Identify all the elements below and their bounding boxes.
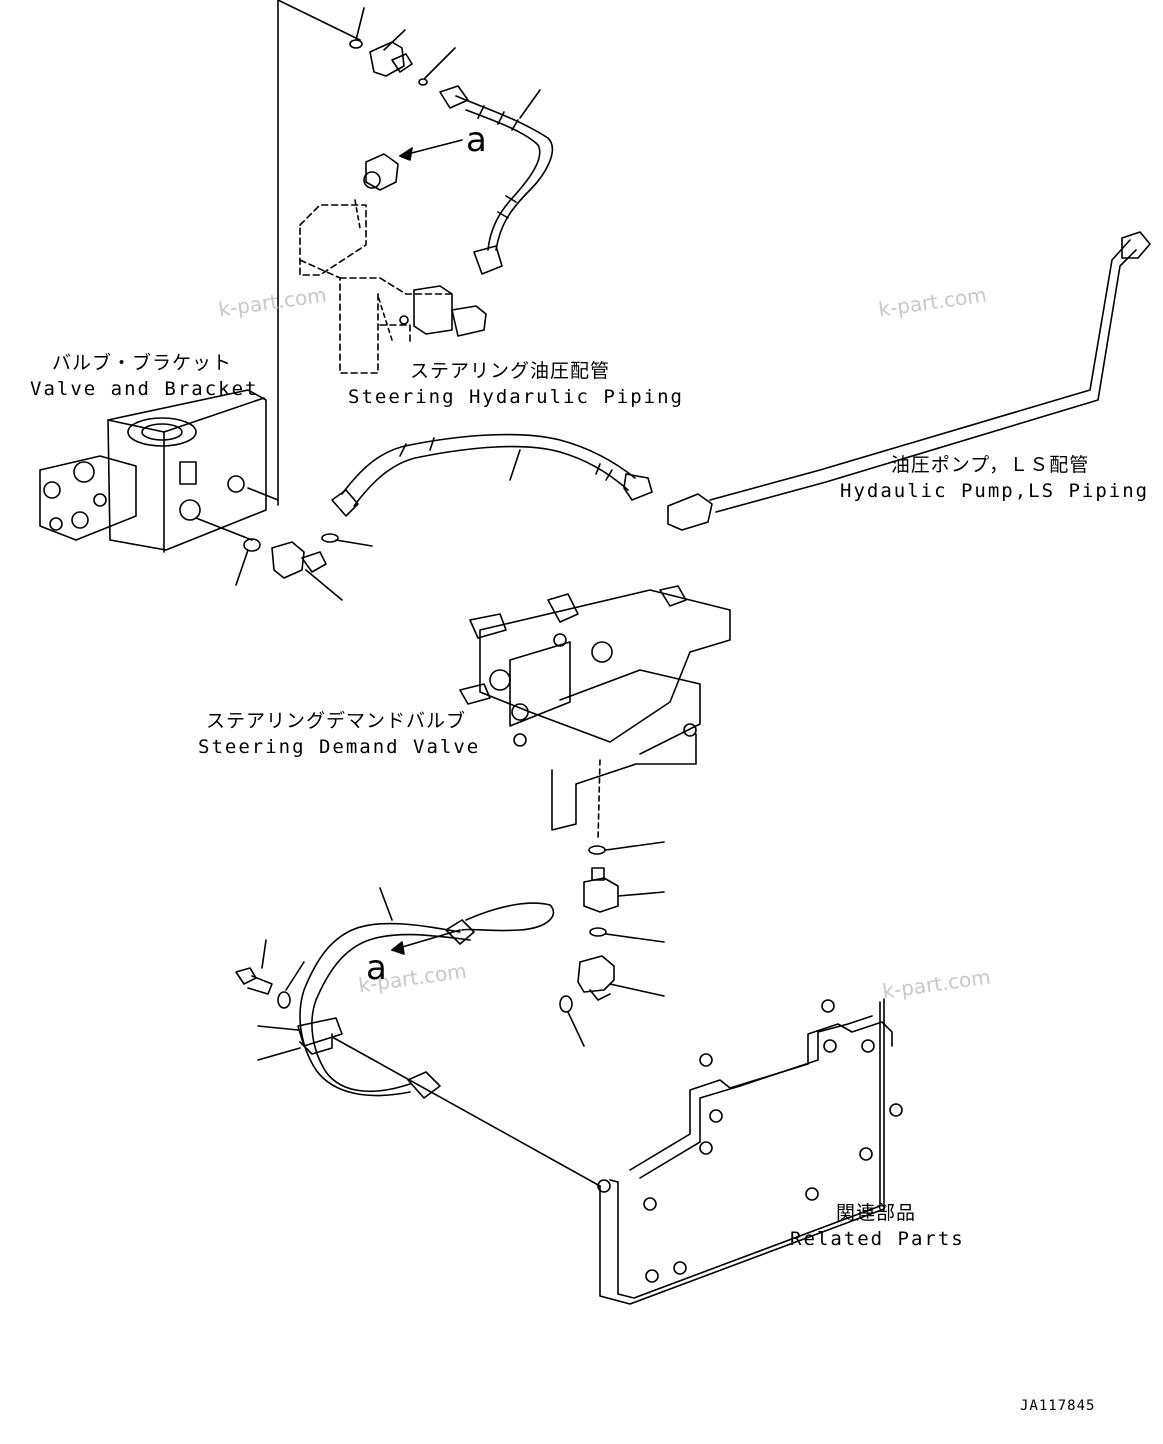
clamp-bolt (235, 939, 305, 1009)
upper-bracket-valve (399, 285, 487, 337)
divider-line (277, 0, 361, 506)
reference-mark-upper: a (466, 120, 487, 160)
steering-hose-upper (439, 85, 554, 275)
label-pump-piping-jp: 油圧ポンプ，ＬＳ配管 (890, 454, 1090, 476)
related-parts-plate (597, 998, 903, 1305)
label-demand-valve-jp: ステアリングデマンドバルブ (205, 710, 466, 732)
label-related-parts-jp: 関連部品 (835, 1202, 916, 1224)
steering-hose-lower (299, 887, 555, 1099)
label-demand-valve: ステアリングデマンドバルブ Steering Demand Valve (198, 708, 481, 760)
valve-block-fittings (195, 517, 373, 601)
reference-mark-lower: a (366, 948, 387, 988)
label-demand-valve-en: Steering Demand Valve (198, 736, 481, 758)
label-steering-piping-jp: ステアリング油圧配管 (409, 360, 610, 382)
label-valve-bracket-en: Valve and Bracket (30, 378, 259, 400)
label-steering-piping: ステアリング油圧配管 Steering Hydarulic Piping (348, 358, 684, 410)
upper-bracket (299, 204, 453, 374)
drawing-code: JA117845 (1020, 1398, 1096, 1414)
label-pump-piping-en: Hydaulic Pump,LS Piping (840, 480, 1150, 502)
hose-clamp (257, 1017, 601, 1187)
label-valve-bracket-jp: バルブ・ブラケット (51, 352, 232, 374)
label-valve-bracket: バルブ・ブラケット Valve and Bracket (30, 350, 259, 402)
reference-arrow-lower (391, 929, 461, 955)
label-steering-piping-en: Steering Hydarulic Piping (348, 386, 684, 408)
label-leaders (377, 295, 393, 341)
upper-elbow-fitting (354, 153, 399, 229)
valve-and-bracket-block (39, 389, 279, 553)
steering-hose-middle (331, 433, 653, 517)
label-pump-piping: 油圧ポンプ，ＬＳ配管 Hydaulic Pump,LS Piping (840, 452, 1150, 504)
lower-fittings-column (559, 841, 665, 1047)
reference-arrow-upper (399, 139, 463, 161)
label-related-parts-en: Related Parts (790, 1228, 965, 1250)
ls-pipe (667, 231, 1151, 531)
steering-demand-valve (459, 585, 731, 841)
top-fittings (349, 7, 456, 86)
label-related-parts: 関連部品 Related Parts (790, 1200, 965, 1252)
